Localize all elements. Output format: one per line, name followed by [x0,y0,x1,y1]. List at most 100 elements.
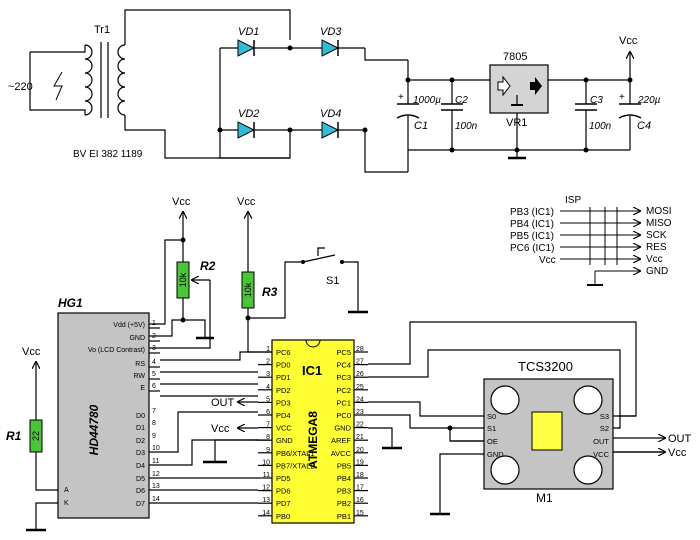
lcd-pin-number: 13 [152,483,160,490]
isp-right-miso: MISO [646,218,672,229]
mcu-pin-number: 21 [356,434,364,441]
regulator-type: 7805 [503,51,527,63]
isp-left-vcc: Vcc [539,255,556,266]
lcd-pin-label: D3 [136,450,145,457]
lcd-ref: HG1 [58,296,83,310]
lcd-pin-number: 8 [152,420,156,427]
resistor-r3: Vcc 10k R3 [237,196,278,353]
r2-ref: R2 [200,259,216,273]
sensor-pin-label: OUT [593,437,609,446]
mcu-vcc-label: Vcc [211,423,230,435]
svg-text:+: + [619,92,625,103]
mcu-pin-label: PB1 [337,512,351,521]
mcu-pin-number: 25 [356,384,364,391]
c2-value: 100n [455,121,478,132]
lcd-pin-label: D0 [136,413,145,420]
lcd-pin-label: Vdd (+5V) [113,322,145,329]
r3-vcc-label: Vcc [237,196,256,208]
mcu-pin-label: PD4 [276,411,291,420]
mcu-right-pins: PC5PC4PC3PC2PC1PC0GNDAREFAVCCPB5PB4PB3PB… [331,348,352,521]
lcd-pin-label: Vo (LCD Contrast) [88,347,145,354]
mcu-pin-number: 15 [356,510,364,517]
regulator-7805: 7805 VR1 [449,51,630,160]
mcu-pin-number: 11 [263,472,270,479]
mcu-pin-label: PC4 [336,361,351,370]
isp-right-sck: SCK [646,230,667,241]
r2-value: 10k [178,272,188,287]
mcu-pin-number: 26 [356,371,364,378]
s1-ref: S1 [326,275,339,287]
lcd-pin-label: RW [133,373,145,380]
mcu-pin-label: PD6 [276,487,291,496]
r3-value: 10k [243,282,253,297]
r1-ref: R1 [6,429,22,443]
mcu-pin-label: PC2 [336,386,351,395]
mcu-pin-number: 24 [356,396,364,403]
power-vcc-label: Vcc [619,35,638,47]
mcu-pin-label: AVCC [331,449,352,458]
c2-ref: C2 [455,95,468,106]
lcd-pin-k: K [64,500,69,507]
diode-vd4: VD4 [320,108,341,139]
mcu-pin-number: 4 [266,384,270,391]
mcu-out-label: OUT [211,397,235,409]
mcu-pin-label: PC0 [336,411,351,420]
capacitor-c3: C3 100n [575,80,612,150]
sensor-ref: M1 [536,491,553,505]
mcu-pin-number: 14 [262,510,270,517]
mcu-pin-label: PB0 [276,512,290,521]
mcu-pin-label: PB3 [337,487,351,496]
c4-value: 220µ [637,95,661,106]
mcu-pin-number: 10 [262,459,270,466]
isp-right-res: RES [646,242,667,253]
isp-right-vcc: Vcc [646,254,663,265]
mcu-pin-number: 19 [356,459,364,466]
mcu-pin-label: PB5 [337,461,351,470]
ground-rail [364,130,408,173]
mcu-pin-number: 17 [356,485,364,492]
mcu-pin-label: PC5 [336,348,351,357]
c1-value: 1000µ [413,95,441,106]
led-icon [573,385,603,415]
svg-text:+: + [398,92,404,103]
transformer-primary [84,44,93,116]
lcd-pin-number: 6 [152,383,156,390]
mcu-pin-number: 13 [262,497,270,504]
mcu-pin-number: 3 [266,371,270,378]
lcd-pin-label: D2 [136,438,145,445]
sensor-pin-label: S0 [487,412,496,421]
mcu-pin-number: 23 [356,409,364,416]
vd4-label: VD4 [320,108,341,120]
sensor-pin-label: S1 [487,424,496,433]
lcd-pin-lines [149,327,160,392]
diode-vd2: VD2 [237,108,259,139]
mains-label: ~220 [8,81,33,93]
mcu-pin-label: PD1 [276,373,291,382]
lcd-pin-number: 11 [152,458,159,465]
lcd-pin-label: D4 [136,463,145,470]
mcu-pin-number: 12 [262,485,270,492]
capacitor-c4: + 220µ C4 [618,80,661,150]
mains-wires [29,45,86,115]
isp-right-mosi: MOSI [646,206,672,217]
mcu-pin-number: 27 [356,359,364,366]
sensor-pin-label: GND [487,450,504,459]
lcd-pin-number: 4 [152,359,156,366]
mcu-pin-label: PB2 [337,499,351,508]
mcu-pin-number: 20 [356,447,364,454]
vd2-label: VD2 [238,108,259,120]
lcd-pin-a: A [64,487,69,494]
lcd-pin-number: 7 [152,408,156,415]
transformer: Tr1 BV EI 382 1189 [73,24,143,160]
lcd-pin-number: 5 [152,371,156,378]
lcd-pin-label: E [140,385,145,392]
lcd-pin-label: D7 [136,501,145,508]
mcu-pin-label: PB6/XTAL1 [276,449,315,458]
diode-vd1: VD1 [237,26,259,57]
isp-left-pb5: PB5 (IC1) [510,231,554,242]
lcd-pin-number: 9 [152,433,156,440]
